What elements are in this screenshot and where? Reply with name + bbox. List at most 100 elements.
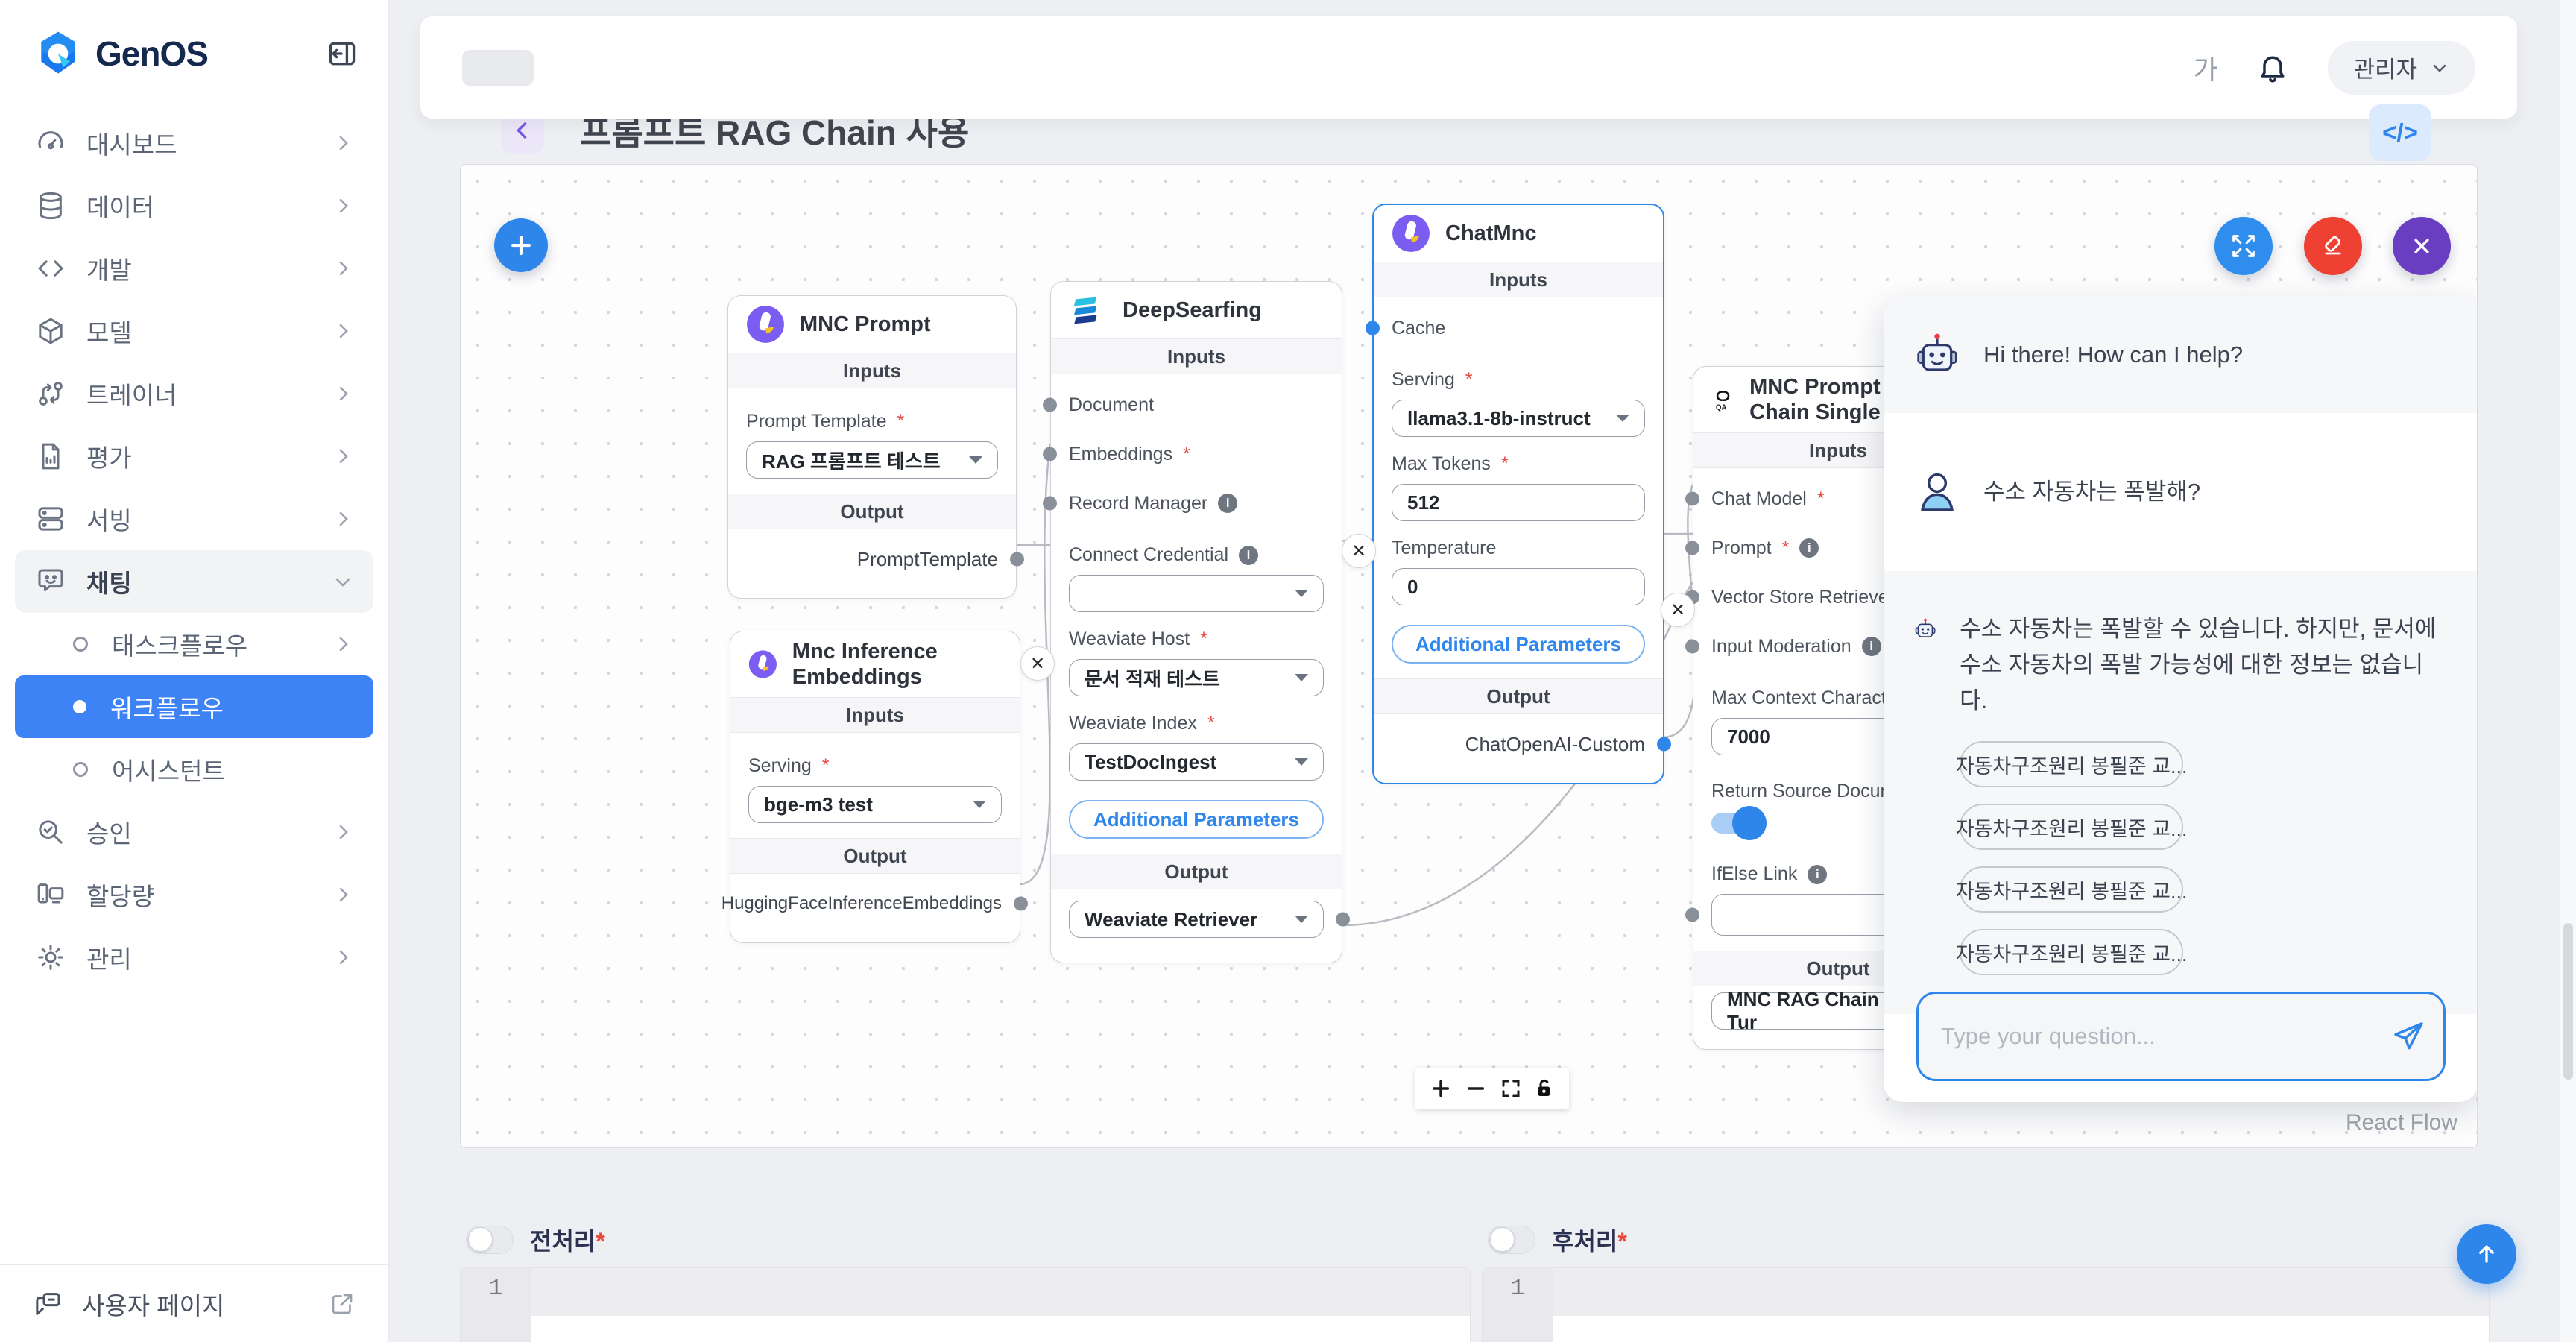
weaviate-index-select[interactable]: TestDocIngest [1069, 743, 1324, 781]
source-document-chip[interactable]: 자동차구조원리 봉필준 교... [1956, 866, 2187, 913]
caret-down-icon [969, 456, 982, 464]
sidebar-item-develop[interactable]: 개발 [15, 237, 373, 300]
user-page-icon [33, 1289, 63, 1319]
sidebar-collapse-icon[interactable] [326, 37, 359, 70]
info-icon[interactable]: i [1861, 637, 1881, 656]
serving-select[interactable]: bge-m3 test [748, 786, 1002, 823]
sidebar-item-dashboard[interactable]: 대시보드 [15, 112, 373, 174]
connect-credential-select[interactable] [1069, 575, 1324, 612]
preprocess-toggle[interactable] [466, 1226, 514, 1254]
chevron-down-icon [332, 570, 354, 593]
sidebar-item-quota[interactable]: 할당량 [15, 863, 373, 926]
sidebar-item-serving[interactable]: 서빙 [15, 488, 373, 550]
user-avatar [1921, 473, 1954, 511]
sidebar-item-approval[interactable]: 승인 [15, 801, 373, 863]
edge-delete-button[interactable]: ✕ [1020, 646, 1055, 681]
postprocess-code-editor[interactable]: 1 [1482, 1267, 2490, 1342]
edge-delete-button[interactable]: ✕ [1661, 593, 1695, 627]
devices-icon [36, 880, 66, 910]
output-handle[interactable] [1657, 737, 1671, 752]
user-menu[interactable]: 관리자 [2328, 40, 2475, 95]
node-title: Mnc Inference Embeddings [792, 640, 938, 689]
send-icon[interactable] [2390, 1018, 2426, 1054]
weaviate-host-select[interactable]: 문서 적재 테스트 [1069, 659, 1324, 696]
close-chat-button[interactable] [2393, 217, 2451, 275]
field-label: Prompt Template* [746, 411, 905, 432]
sidebar-item-data[interactable]: 데이터 [15, 174, 373, 237]
input-handle[interactable] [1043, 447, 1057, 461]
preprocess-code-editor[interactable]: 1 [460, 1267, 1471, 1342]
chevron-right-icon [332, 195, 354, 217]
inputs-band: Inputs [1374, 262, 1663, 297]
edge-delete-button[interactable]: ✕ [1342, 534, 1376, 568]
top-header: 가 관리자 [420, 16, 2517, 119]
max-tokens-input[interactable]: 512 [1392, 484, 1645, 521]
arrow-up-icon [2479, 1245, 2494, 1263]
postprocess-toggle[interactable] [1488, 1226, 1535, 1254]
notifications-bell-icon[interactable] [2256, 51, 2289, 84]
bot-answer-text: 수소 자동차는 폭발할 수 있습니다. 하지만, 문서에 수소 자동차의 폭발 … [1960, 616, 2437, 713]
font-size-toggle[interactable]: 가 [2193, 54, 2218, 85]
inputs-band: Inputs [728, 353, 1016, 388]
node-deepsearfing[interactable]: DeepSearfing Inputs Document Embeddings*… [1043, 281, 1350, 963]
info-icon[interactable]: i [1239, 545, 1259, 565]
sidebar-item-chat[interactable]: 채팅 [15, 550, 373, 613]
input-handle[interactable] [1043, 496, 1057, 511]
scrollbar-thumb[interactable] [2563, 923, 2573, 1080]
sidebar-footer-user-page[interactable]: 사용자 페이지 [0, 1264, 388, 1342]
node-title: DeepSearfing [1123, 298, 1262, 322]
sidebar-item-trainer[interactable]: 트레이너 [15, 362, 373, 425]
input-handle[interactable] [1685, 639, 1699, 654]
chat-question-input[interactable] [1916, 992, 2446, 1081]
node-title: ChatMnc [1445, 221, 1537, 245]
return-source-toggle[interactable] [1711, 806, 1767, 840]
sidebar-item-model[interactable]: 모델 [15, 300, 373, 362]
lock-toggle-icon[interactable] [1533, 1077, 1556, 1100]
zoom-out-icon[interactable] [1464, 1077, 1488, 1100]
add-node-button[interactable] [494, 218, 548, 272]
temperature-input[interactable]: 0 [1392, 568, 1645, 605]
user-message-text: 수소 자동차는 폭발해? [1983, 479, 2201, 505]
node-chatmnc[interactable]: ChatMnc Inputs Cache Serving* llama3.1-8… [1366, 204, 1671, 784]
input-handle[interactable] [1366, 321, 1380, 336]
workflow-canvas[interactable]: ✕ ✕ ✕ MNC Prompt Inputs Prompt Template* [460, 164, 2478, 1148]
output-select[interactable]: Weaviate Retriever [1069, 901, 1324, 938]
source-document-chip[interactable]: 자동차구조원리 봉필준 교... [1956, 929, 2187, 975]
page-scrollbar[interactable] [2560, 0, 2576, 1342]
fit-view-icon[interactable] [1500, 1077, 1522, 1100]
source-document-chip[interactable]: 자동차구조원리 봉필준 교... [1956, 804, 2187, 850]
input-handle[interactable] [1685, 541, 1699, 555]
additional-parameters-button[interactable]: Additional Parameters [1392, 625, 1645, 664]
scroll-to-top-button[interactable] [2457, 1224, 2516, 1284]
info-icon[interactable]: i [1218, 494, 1238, 513]
report-document-icon [36, 441, 66, 471]
sidebar-item-admin[interactable]: 관리 [15, 926, 373, 989]
zoom-in-icon[interactable] [1429, 1077, 1453, 1100]
node-mnc-prompt[interactable]: MNC Prompt Inputs Prompt Template* RAG 프… [727, 295, 1024, 599]
fit-view-button[interactable] [2214, 217, 2273, 275]
bot-message-text: Hi there! How can I help? [1983, 341, 2244, 368]
output-handle[interactable] [1010, 552, 1024, 567]
output-handle[interactable] [1336, 912, 1350, 927]
sidebar-item-assistant[interactable]: 어시스턴트 [15, 738, 373, 801]
input-handle[interactable] [1685, 491, 1699, 506]
code-view-button[interactable]: </> [2369, 104, 2431, 161]
clear-canvas-eraser-button[interactable] [2304, 217, 2362, 275]
sidebar-item-workflow[interactable]: 워크플로우 [15, 675, 373, 738]
additional-parameters-button[interactable]: Additional Parameters [1069, 800, 1324, 839]
node-mnc-inference-embeddings[interactable]: Mnc Inference Embeddings Inputs Serving*… [722, 631, 1028, 943]
source-document-chip[interactable]: 자동차구조원리 봉필준 교... [1956, 741, 2187, 787]
prompt-template-select[interactable]: RAG 프롬프트 테스트 [746, 441, 998, 479]
info-icon[interactable]: i [1799, 538, 1819, 558]
output-handle[interactable] [1014, 896, 1028, 911]
chevron-right-icon [332, 821, 354, 843]
sidebar-item-taskflow[interactable]: 태스크플로우 [15, 613, 373, 675]
info-icon[interactable]: i [1808, 864, 1828, 884]
sidebar-item-evaluation[interactable]: 평가 [15, 425, 373, 488]
cube-icon [36, 316, 66, 346]
input-handle[interactable] [1685, 907, 1699, 922]
input-handle[interactable] [1043, 397, 1057, 412]
serving-select[interactable]: llama3.1-8b-instruct [1392, 400, 1645, 437]
field-label: Weaviate Host* [1069, 629, 1208, 649]
